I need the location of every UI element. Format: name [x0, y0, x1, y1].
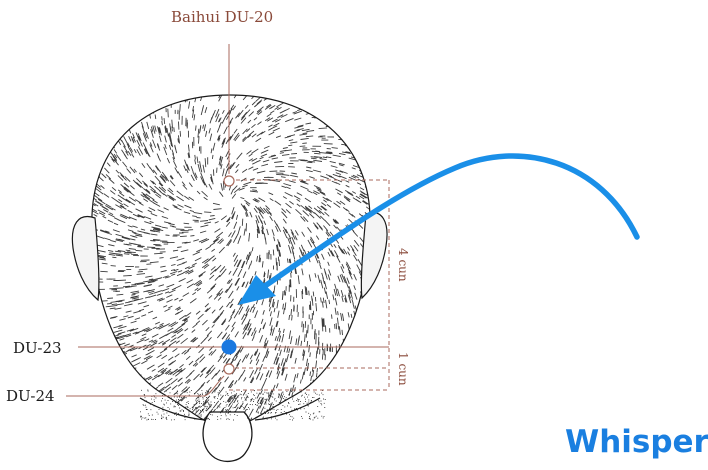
du23-point-marker [221, 339, 237, 355]
hair-texture [91, 95, 371, 425]
head-outline [91, 94, 371, 426]
baihui-point-marker [223, 175, 235, 187]
brand-logo-text: Whisper [565, 424, 708, 460]
measurement-guides [229, 179, 390, 391]
brow-stipple [140, 389, 326, 421]
baihui-label: Baihui DU-20 [171, 8, 274, 26]
left-ear [71, 216, 100, 302]
brow-outline [139, 397, 321, 421]
hair-strokes [91, 95, 371, 425]
stipple-dots [140, 389, 326, 421]
nose-tip [202, 411, 253, 463]
leader-lines [66, 44, 389, 397]
right-ear [360, 212, 388, 300]
upper-measure-label: 4 cun [396, 248, 410, 282]
curved-arrow-icon [238, 153, 640, 305]
du23-label: DU-23 [13, 339, 62, 357]
du24-point-marker [223, 363, 235, 375]
lower-measure-label: 1 cun [396, 352, 410, 386]
du24-label: DU-24 [6, 387, 55, 405]
